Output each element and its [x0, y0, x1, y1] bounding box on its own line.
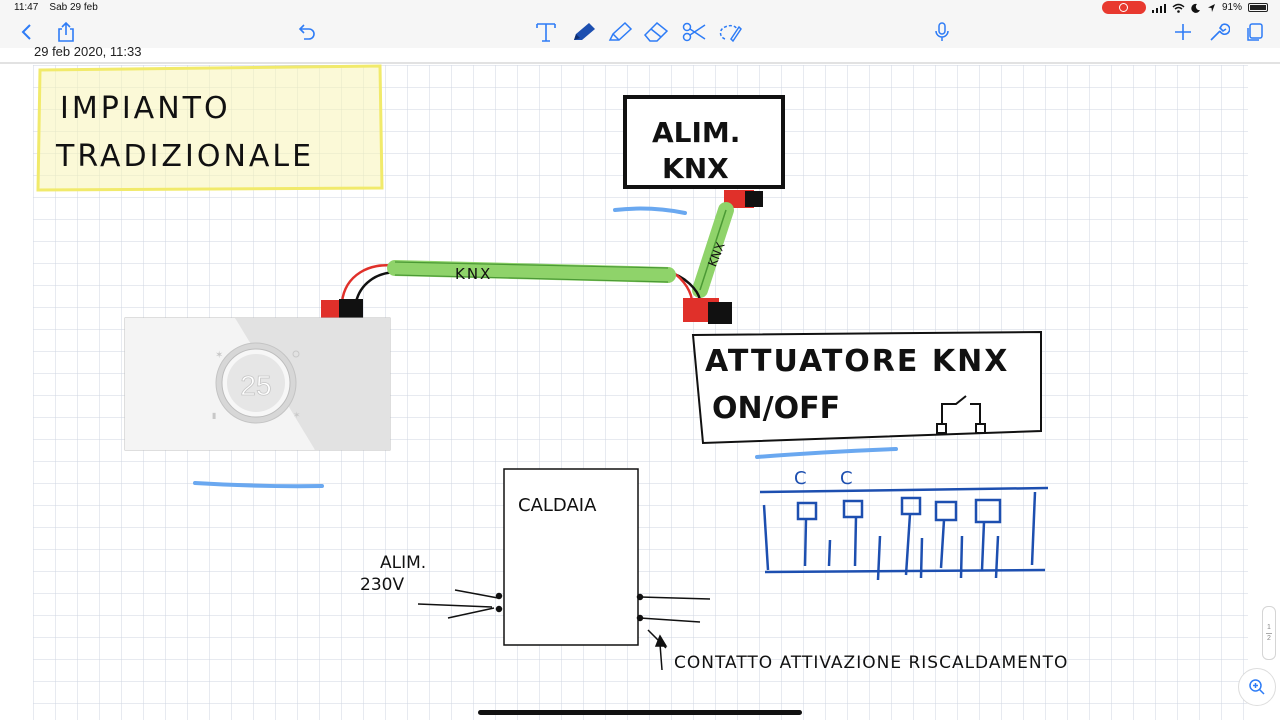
- lasso-button[interactable]: [716, 18, 744, 46]
- thermostat-display: 25: [240, 370, 271, 401]
- add-icon: [1175, 24, 1191, 40]
- share-button[interactable]: [54, 18, 78, 46]
- contatto-label: CONTATTO ATTIVAZIONE RISCALDAMENTO: [674, 653, 1068, 673]
- status-time: 11:47: [14, 2, 39, 13]
- title-line-1: IMPIANTO: [60, 91, 231, 126]
- status-date: Sab 29 feb: [49, 2, 98, 13]
- location-icon: [1207, 3, 1215, 12]
- home-indicator[interactable]: [478, 710, 802, 715]
- caldaia-label: CALDAIA: [518, 495, 597, 516]
- microphone-icon: [935, 22, 949, 41]
- caldaia-box: [503, 468, 639, 646]
- back-button[interactable]: [14, 18, 38, 46]
- note-canvas[interactable]: IMPIANTO TRADIZIONALE ALIM. KNX KNX KNX …: [0, 48, 1280, 720]
- zoom-button[interactable]: [1238, 668, 1276, 706]
- blue-underline-thermostat: [193, 481, 324, 489]
- pen-tool-button[interactable]: [570, 18, 598, 46]
- alim-knx-label-2: KNX: [662, 152, 729, 185]
- attuatore-label-2: ON/OFF: [712, 391, 840, 426]
- black-connector-thermostat: [339, 299, 363, 318]
- text-tool-button[interactable]: [534, 18, 558, 46]
- alim-230-label-1: ALIM.: [380, 553, 426, 573]
- knx-bus-horizontal: [387, 260, 676, 283]
- battery-icon: [1248, 3, 1268, 12]
- lasso-icon: [719, 24, 742, 43]
- terminal-label-c2: C: [840, 468, 853, 489]
- eraser-button[interactable]: [642, 18, 670, 46]
- pen-icon: [574, 23, 595, 40]
- share-icon: [58, 21, 74, 42]
- add-button[interactable]: [1170, 18, 1196, 46]
- alim-knx-label-1: ALIM.: [652, 116, 740, 149]
- settings-icon: [1210, 23, 1230, 41]
- page-total: 2: [1267, 634, 1271, 642]
- wifi-icon: [1172, 3, 1185, 13]
- page-current: 1: [1267, 623, 1271, 631]
- knx-bus-label: KNX: [455, 265, 492, 283]
- zoom-icon: [1249, 679, 1265, 695]
- status-bar: 11:47 Sab 29 feb 91%: [0, 0, 1280, 16]
- back-icon: [21, 24, 31, 40]
- svg-text:✶: ✶: [215, 350, 223, 361]
- battery-percent: 91%: [1221, 2, 1242, 13]
- pages-icon: [1247, 23, 1263, 41]
- highlighter-icon: [608, 21, 633, 41]
- relay-symbol: [936, 395, 986, 434]
- page-scroll-indicator[interactable]: 1 2: [1262, 606, 1276, 660]
- black-connector-alim: [745, 191, 763, 207]
- title-line-2: TRADIZIONALE: [55, 139, 314, 174]
- highlighter-button[interactable]: [606, 18, 634, 46]
- title-highlight: [36, 64, 384, 192]
- svg-text:✶: ✶: [293, 411, 301, 421]
- cellular-signal-icon: [1151, 3, 1166, 13]
- attuatore-box: [691, 330, 1042, 445]
- black-connector-attuatore: [708, 302, 732, 324]
- text-tool-icon: [536, 23, 556, 42]
- undo-button[interactable]: [294, 18, 318, 46]
- terminal-block-sketch: [759, 486, 1049, 581]
- thermostat: 25 ✶ ▮ ✶: [124, 317, 391, 451]
- alim-knx-box: [623, 95, 785, 189]
- eraser-icon: [643, 21, 669, 42]
- toolbar: [0, 16, 1280, 48]
- screen-recording-icon[interactable]: [1101, 1, 1146, 14]
- pages-button[interactable]: [1242, 18, 1268, 46]
- moon-icon: [1191, 3, 1200, 13]
- svg-text:▮: ▮: [212, 411, 216, 420]
- settings-button[interactable]: [1206, 18, 1232, 46]
- note-date: 29 feb 2020, 11:33: [34, 44, 142, 59]
- blue-underline-alim: [613, 206, 687, 215]
- scissors-icon: [682, 22, 706, 42]
- alim-230-label-2: 230V: [360, 575, 404, 595]
- attuatore-label-1: ATTUATORE KNX: [705, 344, 1009, 379]
- blue-underline-attuatore: [755, 447, 898, 459]
- scissors-button[interactable]: [680, 18, 708, 46]
- terminal-label-c1: C: [794, 468, 807, 489]
- microphone-button[interactable]: [930, 18, 954, 46]
- undo-icon: [298, 24, 315, 40]
